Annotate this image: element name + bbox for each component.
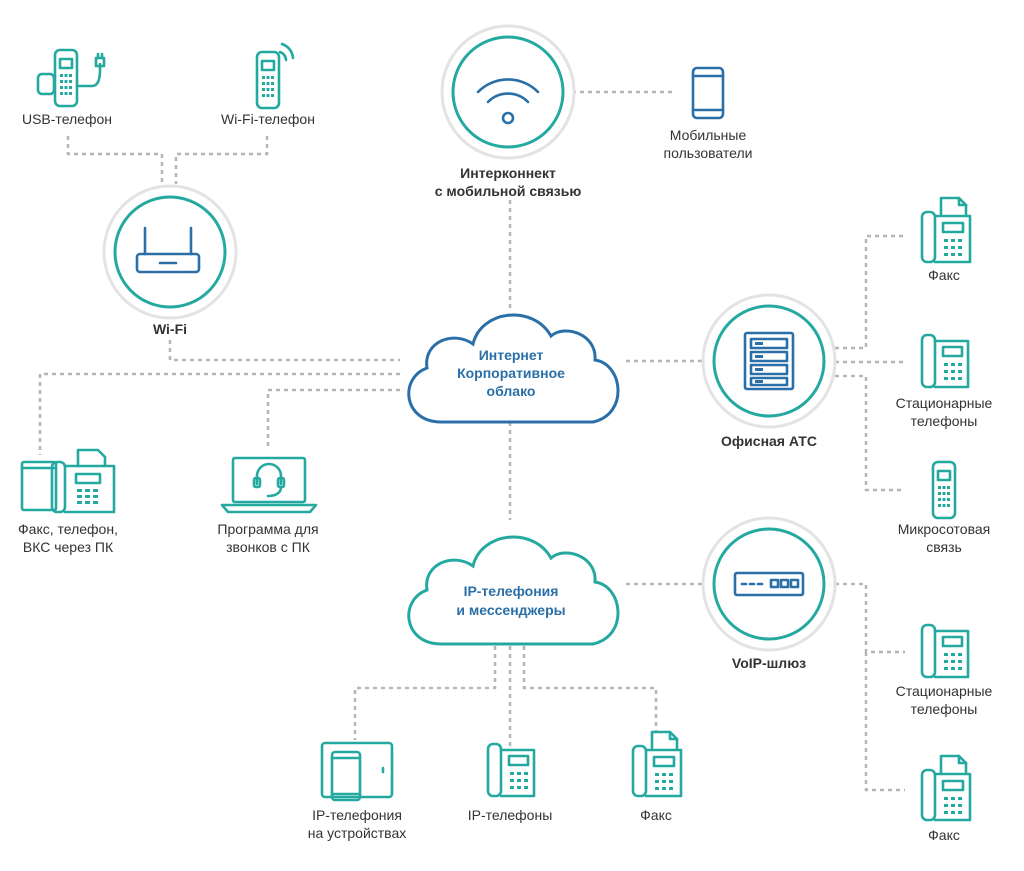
stationary-bottom-label-line2: телефоны bbox=[911, 701, 978, 717]
ip-cloud-line1: IP-телефония bbox=[464, 583, 559, 599]
fax-bottom-label: Факс bbox=[928, 827, 960, 843]
voip-gateway-label: VoIP-шлюз bbox=[732, 655, 806, 671]
ip-phone-icon bbox=[486, 742, 536, 798]
internet-cloud: Интернет Корпоративное облако bbox=[407, 313, 620, 424]
ip-phones-label: IP-телефоны bbox=[468, 807, 553, 823]
router-icon bbox=[135, 226, 201, 274]
microcellular-device: Микросотовая связь bbox=[898, 460, 991, 555]
pc-fax-device: Факс, телефон, ВКС через ПК bbox=[18, 448, 118, 555]
laptop-headset-icon bbox=[220, 456, 318, 514]
desk-phone-icon bbox=[920, 333, 970, 389]
pc-fax-label-line1: Факс, телефон, bbox=[18, 521, 118, 537]
usb-phone-label: USB-телефон bbox=[22, 111, 112, 127]
fax-icon-2 bbox=[920, 754, 972, 822]
voip-gateway-hub: VoIP-шлюз bbox=[701, 516, 837, 671]
ip-phones-device: IP-телефоны bbox=[468, 742, 553, 823]
smartphone-icon bbox=[691, 66, 725, 120]
wifi-hub-label: Wi-Fi bbox=[153, 321, 187, 337]
fax-top-device: Факс bbox=[920, 196, 972, 283]
tablet-icon bbox=[320, 741, 394, 802]
softphone-label-line2: звонков с ПК bbox=[226, 539, 311, 555]
wifi-phone-label: Wi-Fi-телефон bbox=[221, 111, 315, 127]
wifi-phone-icon bbox=[255, 42, 295, 110]
softphone-label-line1: Программа для bbox=[217, 521, 318, 537]
pc-fax-icon bbox=[20, 448, 116, 514]
stationary-bottom-device: Стационарные телефоны bbox=[896, 623, 993, 717]
internet-cloud-line2: Корпоративное bbox=[457, 365, 565, 381]
server-rack-icon bbox=[743, 331, 795, 391]
ip-telephony-cloud: IP-телефония и мессенджеры bbox=[407, 535, 620, 646]
fax-ip-device: Факс bbox=[631, 730, 683, 823]
interconnect-label-line1: Интерконнект bbox=[460, 165, 556, 181]
fax-ip-label: Факс bbox=[640, 807, 672, 823]
internet-cloud-line3: облако bbox=[487, 383, 536, 399]
internet-cloud-line1: Интернет bbox=[479, 347, 544, 363]
mobile-users-device: Мобильные пользователи bbox=[664, 66, 753, 161]
ip-devices-label-line2: на устройствах bbox=[308, 825, 407, 841]
stationary-bottom-label-line1: Стационарные bbox=[896, 683, 993, 699]
usb-phone-icon bbox=[36, 48, 106, 108]
stationary-top-label-line1: Стационарные bbox=[896, 395, 993, 411]
micro-label-line1: Микросотовая bbox=[898, 521, 991, 537]
interconnect-hub: Интерконнект с мобильной связью bbox=[435, 24, 582, 199]
wifi-hub: Wi-Fi bbox=[102, 184, 238, 337]
mobile-users-label-line2: пользователи bbox=[664, 145, 753, 161]
office-pbx-label: Офисная АТС bbox=[721, 433, 817, 449]
connectors bbox=[38, 90, 905, 792]
fax-bottom-device: Факс bbox=[920, 754, 972, 843]
interconnect-label-line2: с мобильной связью bbox=[435, 183, 582, 199]
usb-phone-device: USB-телефон bbox=[22, 48, 112, 127]
wifi-signal-icon bbox=[476, 78, 540, 125]
ip-devices-device: IP-телефония на устройствах bbox=[308, 741, 407, 841]
stationary-top-device: Стационарные телефоны bbox=[896, 333, 993, 429]
fax-icon bbox=[920, 196, 972, 264]
wifi-phone-device: Wi-Fi-телефон bbox=[221, 42, 315, 127]
office-pbx-hub: Офисная АТС bbox=[701, 293, 837, 449]
gateway-icon bbox=[733, 571, 805, 597]
stationary-top-label-line2: телефоны bbox=[911, 413, 978, 429]
pc-fax-label-line2: ВКС через ПК bbox=[23, 539, 114, 555]
cordless-phone-icon bbox=[931, 460, 957, 520]
fax-top-label: Факс bbox=[928, 267, 960, 283]
desk-phone-icon-2 bbox=[920, 623, 970, 679]
ip-cloud-line2: и мессенджеры bbox=[456, 602, 565, 618]
fax-icon-3 bbox=[631, 730, 683, 798]
ip-devices-label-line1: IP-телефония bbox=[312, 807, 402, 823]
micro-label-line2: связь bbox=[926, 539, 962, 555]
softphone-device: Программа для звонков с ПК bbox=[217, 456, 319, 555]
mobile-users-label-line1: Мобильные bbox=[670, 127, 747, 143]
